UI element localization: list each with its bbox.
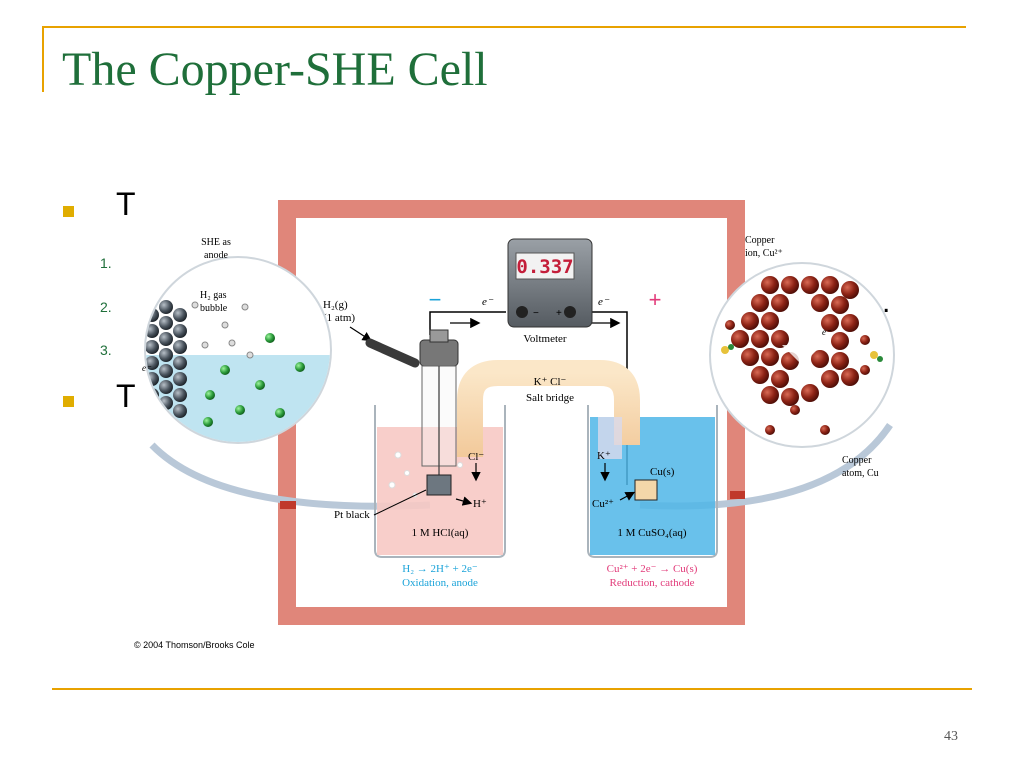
oxidation-equation: H₂ → 2H⁺ + 2e⁻	[402, 563, 478, 575]
copper-atom-line2: atom, Cu	[842, 468, 879, 479]
pt-black-electrode	[426, 474, 452, 496]
h2-pressure-label: (1 atm)	[323, 312, 355, 324]
bullet-text-1: T	[116, 186, 136, 222]
cl-ion-label: Cl⁻	[468, 451, 484, 463]
salt-bridge-right-end	[598, 417, 622, 459]
bullet-marker-1	[63, 206, 74, 217]
h2-flow-arrow	[349, 326, 373, 342]
she-zoom-electron: e⁻	[142, 363, 152, 373]
list-number-2: 2.	[100, 299, 112, 315]
she-label-line2: anode	[204, 250, 228, 261]
voltmeter-display	[515, 252, 575, 280]
copyright-notice: © 2004 Thomson/Brooks Cole	[134, 640, 255, 650]
meter-plus: +	[556, 308, 562, 319]
h-ion-arrow	[455, 496, 473, 506]
right-beaker	[587, 405, 718, 558]
hcl-label: 1 M HCl(aq)	[412, 527, 469, 539]
h-ion-label: H⁺	[473, 498, 487, 510]
left-beaker	[374, 405, 506, 558]
salt-bridge	[457, 360, 640, 457]
voltmeter-terminal-negative	[516, 306, 528, 318]
copper-atom-line1: Copper	[842, 455, 872, 466]
she-cap	[419, 339, 459, 367]
left-rule	[42, 26, 44, 92]
bullet-marker-2	[63, 396, 74, 407]
oxidation-label: Oxidation, anode	[402, 577, 478, 589]
negative-sign: −	[429, 287, 442, 312]
voltmeter-terminal-positive	[564, 306, 576, 318]
page-number: 43	[944, 729, 958, 744]
positive-sign: +	[649, 287, 662, 312]
cu-ion-arrow	[619, 491, 636, 501]
slide-title: The Copper-SHE Cell	[62, 43, 488, 96]
cu-solid-label: Cu(s)	[650, 466, 675, 478]
h2-bubble-line2: bubble	[200, 303, 228, 314]
voltmeter-label: Voltmeter	[523, 333, 567, 345]
salt-bridge-label: Salt bridge	[526, 392, 574, 404]
electron-label-left: e⁻	[482, 296, 494, 308]
copper-zoom-circle: Copper ion, Cu²⁺ Copper atom, Cu e⁻	[709, 235, 895, 479]
top-rule	[42, 26, 966, 28]
h2-bubble-line1: H₂ gas	[200, 290, 227, 301]
copper-she-cell-figure: 0.337 − + Voltmeter − + e⁻ e⁻ H₂(g) (1 a…	[130, 195, 910, 635]
list-number-3: 3.	[100, 342, 112, 358]
copper-electrode	[634, 479, 658, 501]
reduction-label: Reduction, cathode	[610, 577, 695, 589]
bottom-rule	[52, 688, 972, 690]
electron-label-right: e⁻	[598, 296, 610, 308]
copper-ion-line2: ion, Cu²⁺	[745, 248, 783, 259]
cuso4-label: 1 M CuSO₄(aq)	[617, 527, 687, 539]
she-cap-top	[429, 329, 449, 343]
she-zoom-circle: SHE as anode H₂ gas bubble e⁻	[142, 237, 332, 444]
reduction-equation: Cu²⁺ + 2e⁻ → Cu(s)	[607, 563, 698, 575]
pt-black-label: Pt black	[334, 509, 370, 521]
salt-bridge-ions: K⁺ Cl⁻	[534, 376, 567, 388]
bullet-text-2: T	[116, 378, 136, 414]
copper-ion-line1: Copper	[745, 235, 775, 246]
cu-ion-label: Cu²⁺	[592, 498, 614, 510]
copper-zoom-electron: e⁻	[822, 327, 832, 337]
she-label-line1: SHE as	[201, 237, 231, 248]
h2-gas-label: H₂(g)	[323, 299, 348, 311]
h2-inlet-tube	[365, 338, 420, 368]
k-ion-label: K⁺	[597, 450, 611, 462]
covered-text-fragment: .	[882, 286, 891, 319]
left-wire	[429, 311, 506, 335]
voltmeter-reading: 0.337	[516, 256, 573, 278]
list-number-1: 1.	[100, 255, 112, 271]
meter-minus: −	[533, 308, 539, 319]
pt-black-leader	[373, 489, 427, 516]
